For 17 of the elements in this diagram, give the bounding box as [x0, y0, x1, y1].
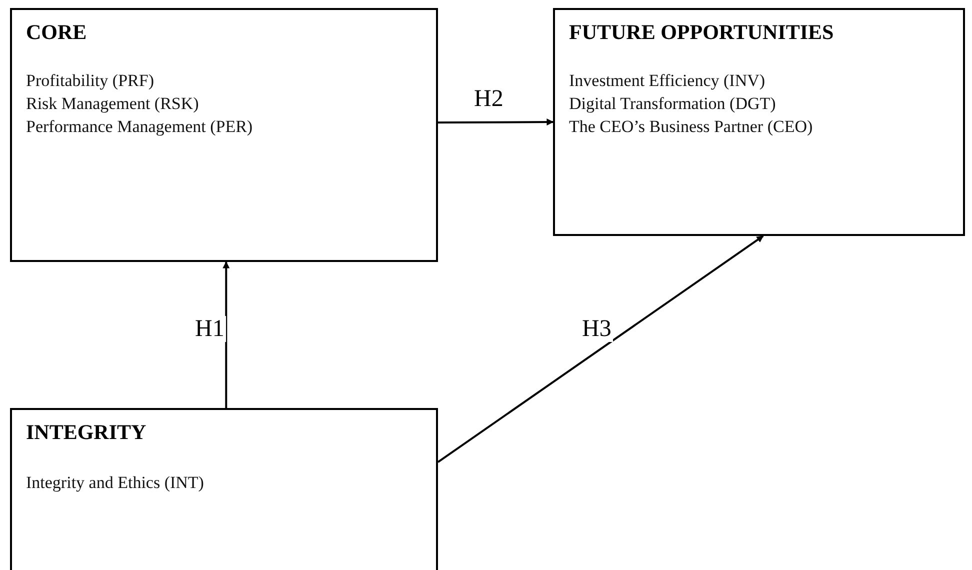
construct-item: Profitability (PRF)	[26, 70, 154, 92]
construct-item: Investment Efficiency (INV)	[569, 70, 766, 92]
arrow	[222, 261, 230, 408]
construct-item: Risk Management (RSK)	[26, 93, 199, 115]
edge-label: H1	[193, 316, 226, 342]
construct-item: Performance Management (PER)	[26, 116, 253, 138]
concept-box	[10, 408, 438, 570]
construct-item: The CEO’s Business Partner (CEO)	[569, 116, 813, 138]
construct-item: Digital Transformation (DGT)	[569, 93, 776, 115]
construct-item: Integrity and Ethics (INT)	[26, 472, 204, 494]
box-heading: CORE	[26, 20, 87, 45]
concept-box	[10, 8, 438, 262]
arrow	[437, 235, 764, 463]
box-heading: INTEGRITY	[26, 420, 146, 445]
arrow	[438, 118, 554, 126]
concept-box	[553, 8, 965, 236]
box-heading: FUTURE OPPORTUNITIES	[569, 20, 834, 45]
